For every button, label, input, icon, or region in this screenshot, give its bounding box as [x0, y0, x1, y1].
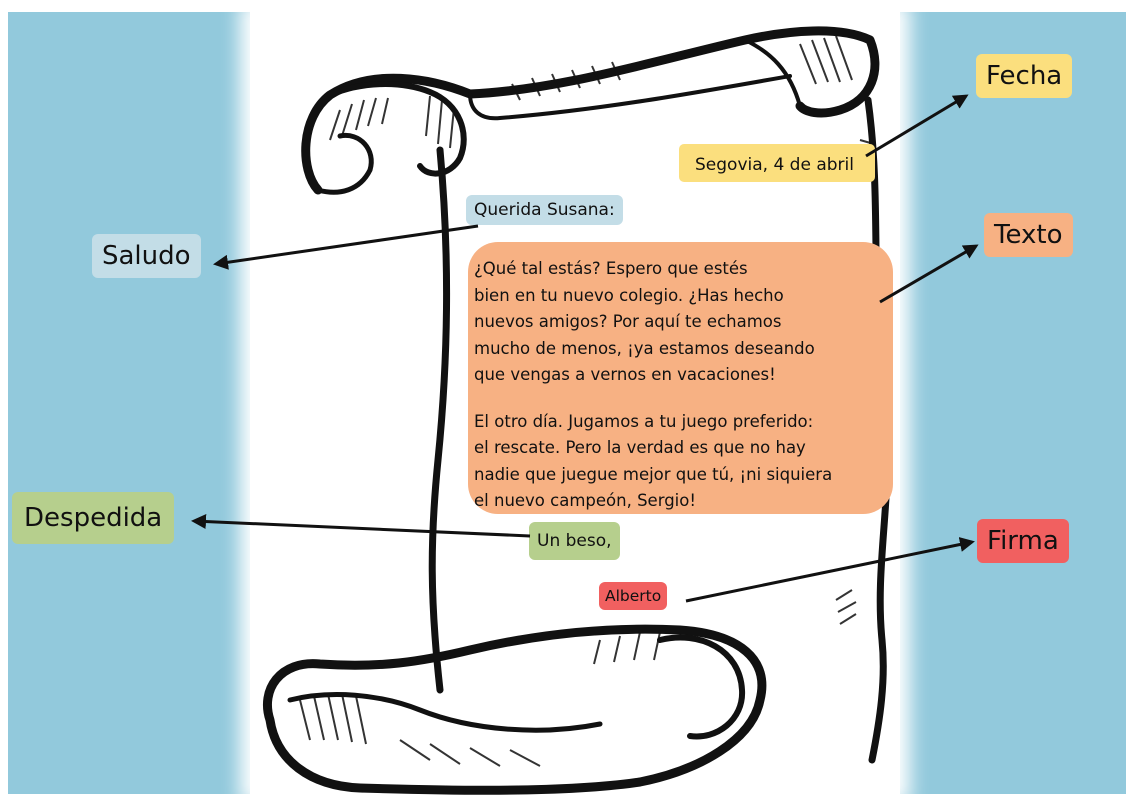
letter-body-paragraph-1: ¿Qué tal estás? Espero que estés bien en… [474, 256, 887, 389]
scroll-bottom-roll [267, 629, 761, 790]
label-saludo: Saludo [92, 234, 201, 278]
label-texto: Texto [984, 213, 1073, 257]
letter-signature: Alberto [599, 582, 667, 610]
letter-body: ¿Qué tal estás? Espero que estés bien en… [468, 242, 893, 514]
letter-greeting: Querida Susana: [466, 195, 623, 225]
scroll-left-edge [432, 150, 446, 690]
letter-closing: Un beso, [529, 522, 620, 560]
letter-date: Segovia, 4 de abril [679, 144, 875, 182]
label-despedida: Despedida [12, 492, 174, 544]
letter-body-paragraph-2: El otro día. Jugamos a tu juego preferid… [474, 409, 887, 515]
label-firma: Firma [977, 519, 1069, 563]
label-fecha: Fecha [976, 54, 1072, 98]
